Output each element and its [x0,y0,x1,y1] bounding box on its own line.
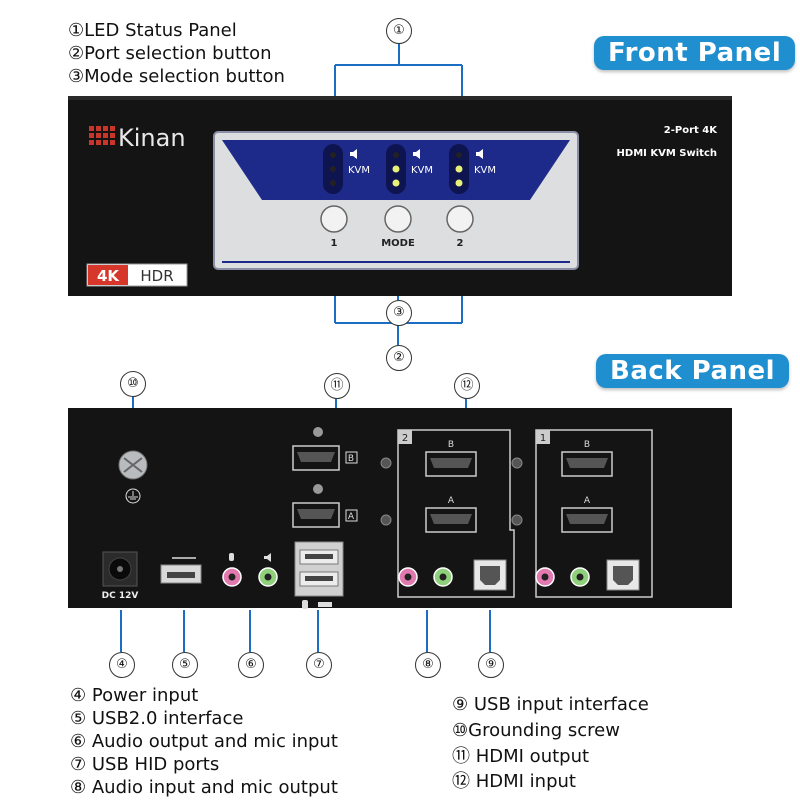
group-number-1: 1 [540,433,546,444]
speaker-icons [350,149,483,159]
badge-hdr: HDR [140,267,173,285]
legend-hdmi-input: ⑫ HDMI input [452,771,576,792]
model-line-2: HDMI KVM Switch [617,148,717,159]
button-label-mode: MODE [381,238,415,249]
legend-usb-hid: ⑦ USB HID ports [70,754,220,775]
usb2-port [160,557,202,584]
g2-letter-b: B [448,440,454,450]
button-port-1 [320,205,348,233]
hdmi-out-letter-b: B [348,454,354,464]
legend-hdmi-output: ⑪ HDMI output [452,746,590,767]
grounding-screw-icon [118,450,148,504]
led-group-2 [449,144,469,194]
g2-letter-a: A [448,496,455,506]
button-mode [384,205,412,233]
brand-name: Kinan [118,124,186,152]
legend-power-input: ④ Power input [70,685,199,706]
legend-mode-selection: ③Mode selection button [68,66,285,87]
button-label-2: 2 [457,238,464,249]
led-label-1: KVM [348,165,370,176]
kinan-logo-icon [89,126,115,145]
group-number-2: 2 [402,433,408,444]
button-label-1: 1 [331,238,338,249]
hdmi-output-ports [292,427,358,528]
legend-audio-in-mic-out: ⑧ Audio input and mic output [70,777,338,798]
dc-power-jack [102,551,138,587]
front-panel-title: Front Panel [594,36,796,70]
callout-7: ⑦ [306,652,332,678]
hdmi-out-letter-a: A [348,512,355,522]
callout-11: ⑪ [324,373,350,399]
legend-usb2: ⑤ USB2.0 interface [70,708,244,729]
callout-1: ① [386,18,412,44]
port-group-1 [535,429,653,598]
legend-port-selection: ②Port selection button [68,43,272,64]
g1-letter-a: A [584,496,591,506]
front-panel-diagram: Kinan 4K HDR 2-Port 4K HDMI KVM Switch K… [68,42,732,345]
port-group-2 [397,429,515,598]
callout-12: ⑫ [454,373,480,399]
led-group-mode [386,144,406,194]
callout-10: ⑩ [120,371,146,397]
callout-6: ⑥ [238,652,264,678]
led-label-2: KVM [474,165,496,176]
badge-4k: 4K [97,267,120,285]
legend-audio-out-mic-in: ⑥ Audio output and mic input [70,731,338,752]
led-label-mode: KVM [411,165,433,176]
callout-2: ② [386,345,412,371]
legend-grounding-screw: ⑩Grounding screw [452,720,620,741]
button-port-2 [446,205,474,233]
audio-jacks-left [222,553,278,587]
callout-8: ⑧ [415,652,441,678]
callout-9: ⑨ [478,652,504,678]
callout-5: ⑤ [172,652,198,678]
back-panel-diagram: DC 12V B A [68,395,732,652]
panel-screws [380,457,523,526]
model-line-1: 2-Port 4K [664,125,718,136]
callout-3: ③ [386,300,412,326]
usb-hid-ports [294,541,344,609]
led-group-1 [323,144,343,194]
legend-led-status: ①LED Status Panel [68,20,237,41]
legend-usb-input: ⑨ USB input interface [452,694,649,715]
back-panel-title: Back Panel [596,354,790,388]
callout-4: ④ [109,652,135,678]
dc-label: DC 12V [102,591,139,601]
g1-letter-b: B [584,440,590,450]
